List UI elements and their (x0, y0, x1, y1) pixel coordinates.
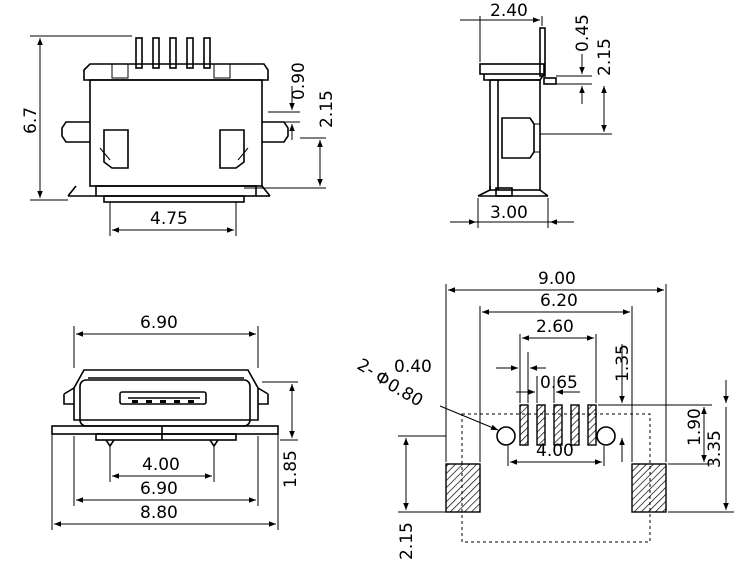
footprint-pad-c-label: 3.35 (705, 430, 725, 468)
footprint-pitch-w-label: 0.40 (394, 357, 432, 377)
front-dim-b-label: 2.15 (317, 90, 337, 128)
side-top-label: 2.40 (490, 1, 528, 21)
side-view: 2.40 0.45 2.15 3.00 (450, 1, 615, 228)
plan-view: 6.90 4.00 6.90 8.80 1.85 (51, 313, 301, 530)
footprint-span-a-label: 6.20 (540, 291, 578, 311)
footprint-overall-label: 9.00 (538, 269, 576, 289)
plan-height-label: 1.85 (281, 450, 301, 488)
side-bottom-label: 3.00 (490, 203, 528, 223)
plan-outer-label: 8.80 (140, 503, 178, 523)
front-pins (135, 37, 211, 69)
plan-inner-a-label: 4.00 (142, 455, 180, 475)
footprint-holes-label: 4.00 (536, 441, 574, 461)
front-view: 6.7 4.75 0.90 2.15 (21, 35, 337, 236)
plan-top-width-label: 6.90 (140, 313, 178, 333)
front-width-label: 4.75 (150, 209, 188, 229)
footprint-hole-qty: 2- (354, 355, 379, 381)
front-dim-a-label: 0.90 (289, 62, 309, 100)
front-height-label: 6.7 (21, 107, 41, 134)
footprint-pitch-label: 0.65 (540, 373, 578, 393)
footprint-pad-a-label: 1.35 (613, 344, 633, 382)
footprint-left-pad-label: 2.15 (397, 522, 417, 560)
plan-inner-b-label: 6.90 (140, 479, 178, 499)
side-small-b-label: 2.15 (595, 38, 615, 76)
footprint-pad-b-label: 1.90 (685, 408, 705, 446)
side-small-a-label: 0.45 (573, 14, 593, 52)
footprint-view: 9.00 6.20 2.60 0.40 0.65 2- Φ 0.80 1.35 (354, 269, 734, 560)
footprint-hole-dia-label: 0.80 (384, 375, 427, 411)
footprint-span-b-label: 2.60 (536, 317, 574, 337)
